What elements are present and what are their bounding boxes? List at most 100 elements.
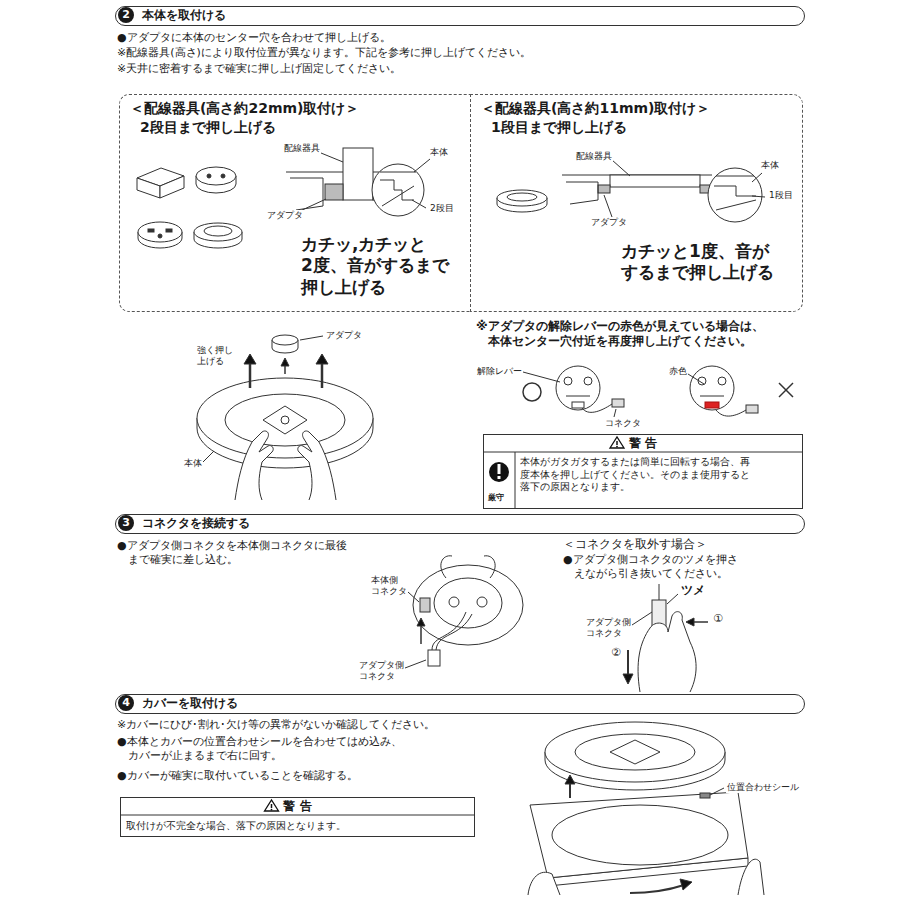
ring-adapter-icon-part (194, 223, 242, 241)
fixture-illustration-part (263, 406, 307, 434)
fixture-illustration-part (244, 354, 256, 364)
callout-label: 本体 (760, 160, 780, 171)
panel-subheading: 2段目まで押し上げる (140, 119, 276, 137)
hook-ceiling-icon-part (166, 229, 172, 232)
release-lever-figure-part (556, 366, 600, 410)
callout-label: 2段目 (429, 203, 455, 214)
release-lever-figure-part (700, 396, 724, 397)
cover-figure-part (700, 793, 710, 798)
cover-figure-part (610, 740, 660, 764)
cover-figure-part (545, 722, 725, 782)
step-number: 3 (118, 515, 134, 531)
box-outlet-icon-part (160, 176, 184, 198)
fixture-illustration-part (249, 362, 252, 388)
text-line: えながら引き抜いてください。 (563, 567, 738, 581)
warning-heading: 警 告 (121, 799, 474, 814)
install-panel: ＜配線器具(高さ約11mm)取付け＞1段目まで押し上げるカチッと1度、音が する… (470, 94, 803, 312)
callout-label: アダプタ (266, 210, 304, 221)
hook-ceiling-icon-part (158, 234, 162, 238)
section-title: カバーを取付ける (142, 695, 238, 711)
callout-label: 赤色 (668, 366, 688, 377)
callout-label: 位置合わせシール (726, 782, 800, 793)
mandatory-icon-mark (498, 464, 501, 474)
connector-figure-part (449, 597, 459, 607)
remove-connector-figure-part (667, 594, 678, 604)
fixture-illustration-part (235, 431, 273, 500)
instruction-text: ●アダプタに本体のセンター穴を合わせて押し上げる。 (117, 31, 391, 45)
callout-label: 本体 (429, 147, 449, 158)
warning-triangle-mark (271, 804, 273, 808)
flat-ring-icon (497, 190, 547, 212)
release-lever-figure-part (718, 377, 726, 385)
warning-tag: 厳守 (488, 493, 504, 503)
fixture-illustration-part (272, 335, 298, 345)
warning-triangle-mark (616, 441, 618, 445)
fixture-illustration-part (298, 431, 336, 500)
note-text: ※アダプタの解除レバーの赤色が見えている場合は、 本体センター穴付近を再度押し上… (476, 319, 764, 349)
callout-label: アダプタ (590, 217, 628, 228)
release-lever-figure-part (523, 383, 541, 401)
connector-figure-part (413, 565, 523, 645)
text-line: カバーが止まるまで右に回す。 (117, 749, 402, 763)
box-outlet-icon (137, 168, 184, 198)
text-line: 押し上げる (301, 277, 449, 298)
section-11mm-part (604, 195, 612, 217)
cover-figure-part (528, 872, 560, 895)
warning-text: 本体がガタガタするまたは簡単に回転する場合、再 度本体を押し上げてください。その… (520, 456, 750, 494)
release-lever-figure-part (612, 399, 624, 407)
warning-text: 取付けが不完全な場合、落下の原因となります。 (126, 820, 346, 833)
warning-triangle (265, 800, 279, 811)
text-line: 本体側 (371, 575, 407, 586)
install-panel: ＜配線器具(高さ約22mm)取付け＞2段目まで押し上げるカチッ,カチッと 2度、… (119, 94, 470, 312)
warning-triangle-mark (616, 446, 618, 448)
warning-heading: 警 告 (484, 436, 802, 451)
section-11mm-part (566, 182, 598, 204)
text-line: 本体センター穴付近を再度押し上げてください。 (476, 334, 764, 349)
section-22mm-part (380, 172, 416, 173)
section-header: 2本体を取付ける (115, 6, 805, 26)
release-lever-figure (523, 366, 793, 417)
round-rosette-icon-part (207, 174, 211, 178)
column-divider (515, 452, 516, 509)
cover-figure-part (710, 788, 724, 795)
section-11mm-part (598, 185, 610, 193)
section-11mm-part (610, 175, 700, 187)
section-11mm-part (714, 186, 756, 196)
step-marker: ① (712, 612, 724, 626)
section-11mm-part (752, 196, 765, 197)
callout-label: 本体側 コネクタ (370, 575, 408, 598)
release-lever-figure-part (716, 410, 746, 416)
panel-heading: ＜配線器具(高さ約22mm)取付け＞ (130, 100, 359, 118)
callout-label: アダプタ側 コネクタ (585, 617, 632, 640)
text-line: アダプタ側 (359, 660, 404, 671)
release-lever-figure-part (705, 402, 719, 408)
connector-figure-part (436, 614, 472, 650)
section-11mm (562, 160, 765, 222)
fixture-illustration (197, 335, 373, 500)
release-lever-figure-part (564, 377, 572, 385)
release-lever-figure-part (582, 404, 612, 412)
release-lever-figure-part (746, 405, 758, 413)
text-line: コネクタ (359, 671, 404, 682)
note-text: ※配線器具(高さ)により取付位置が異なります。下記を参考に押し上げてください。 (117, 46, 531, 60)
section-11mm-part (612, 160, 630, 176)
remove-connector-figure-part (638, 612, 696, 692)
text-line: するまで押し上げる (621, 262, 774, 283)
box-outlet-icon-part (137, 178, 160, 198)
text-line: ※アダプタの解除レバーの赤色が見えている場合は、 (476, 319, 764, 334)
hook-ceiling-icon-part (138, 222, 182, 242)
note-text: ※天井に密着するまで確実に押し上げ固定してください。 (117, 62, 401, 76)
callout-label: 1段目 (768, 190, 794, 201)
release-lever-figure-part (779, 383, 793, 397)
text-line: ●アダプタ側コネクタのツメを押さ (563, 553, 738, 567)
connector-figure-part (408, 592, 419, 602)
release-lever-figure-part (779, 383, 793, 397)
release-lever-figure-part (584, 377, 592, 385)
callout-label: 解除レバー (476, 366, 523, 377)
click-instruction: カチッと1度、音が するまで押し上げる (621, 241, 774, 284)
section-header: 3コネクタを接続する (115, 514, 805, 534)
fixture-illustration-part (281, 358, 289, 366)
round-rosette-icon-part (221, 174, 225, 178)
connector-figure-part (484, 556, 495, 578)
instruction-text: ●アダプタ側コネクタを本体側コネクタに最後 まで確実に差し込む。 (117, 539, 347, 567)
